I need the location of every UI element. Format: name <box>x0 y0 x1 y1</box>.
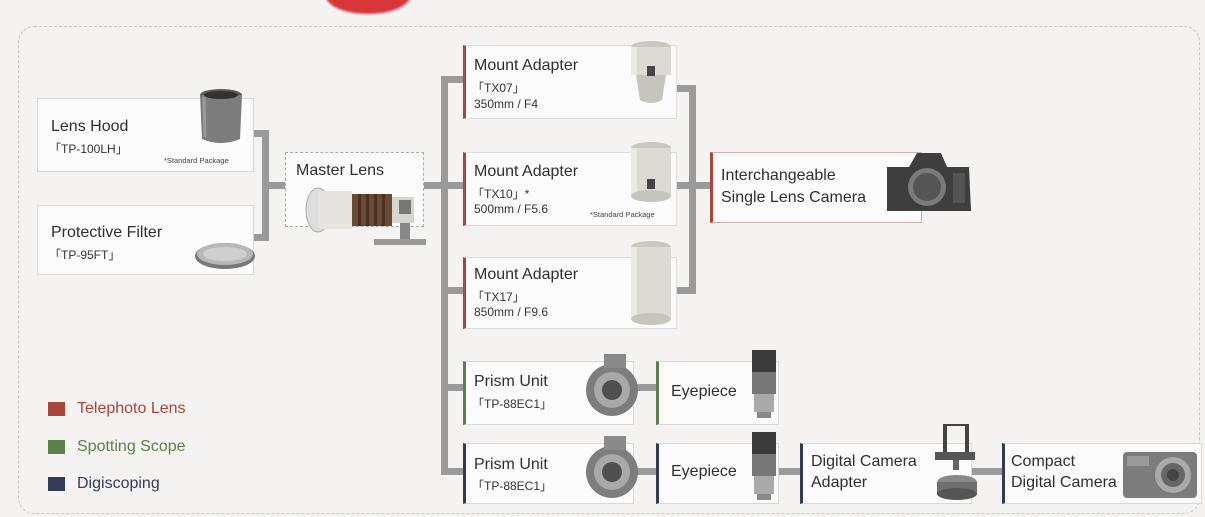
lens-hood-icon <box>200 89 242 143</box>
protective-filter-name: Protective Filter <box>51 224 163 241</box>
camera-body-icon <box>887 153 971 211</box>
digital-camera-adapter-box[interactable]: Digital Camera Adapter <box>800 424 977 504</box>
lens-hood-box[interactable]: Lens Hood 「TP-100LH」 *Standard Package <box>37 89 254 172</box>
legend-swatch-telephoto <box>48 402 65 416</box>
compact-camera-box[interactable]: Compact Digital Camera <box>1002 443 1202 504</box>
connector <box>775 468 800 475</box>
connector <box>441 76 448 475</box>
connector <box>630 384 656 391</box>
lens-hood-name: Lens Hood <box>51 118 129 135</box>
mount-tx10-note: *Standard Package <box>590 210 655 219</box>
digi-adapter-line1: Digital Camera <box>811 453 917 470</box>
eyepiece1-name: Eyepiece <box>671 383 737 400</box>
compact-camera-icon <box>1123 452 1197 498</box>
eyepiece-icon <box>752 432 776 500</box>
prism1-model: 「TP-88EC1」 <box>472 397 553 411</box>
connector <box>441 287 463 294</box>
decorative-red-shape <box>326 0 410 14</box>
connector <box>252 234 268 241</box>
connector <box>441 384 463 391</box>
mount-tx07-spec: 350mm / F4 <box>474 97 539 111</box>
connector <box>676 85 696 92</box>
prism2-model: 「TP-88EC1」 <box>472 479 553 493</box>
prism-unit-icon <box>586 354 638 416</box>
mount-tx10-model: 「TX10」* <box>472 187 530 201</box>
mount-tx07-name: Mount Adapter <box>474 57 579 74</box>
prism1-name: Prism Unit <box>474 373 548 390</box>
master-lens-box[interactable]: Master Lens <box>285 152 426 245</box>
protective-filter-box[interactable]: Protective Filter 「TP-95FT」 <box>37 205 255 275</box>
connector <box>441 468 463 475</box>
connector <box>689 85 696 294</box>
lens-hood-note: *Standard Package <box>164 156 229 165</box>
legend-swatch-spotting <box>48 440 65 454</box>
mount-tx17-name: Mount Adapter <box>474 266 579 283</box>
connector <box>422 182 448 189</box>
legend-swatch-digiscoping <box>48 477 65 491</box>
lens-hood-model: 「TP-100LH」 <box>49 142 128 156</box>
legend-telephoto-lens: Telephoto Lens <box>77 400 186 417</box>
legend-digiscoping: Digiscoping <box>77 475 160 492</box>
mount-adapter-icon <box>631 241 671 325</box>
camera-line1: Interchangeable <box>721 167 836 184</box>
filter-icon <box>195 243 255 269</box>
mount-adapter-icon <box>631 41 671 103</box>
interchangeable-camera-box[interactable]: Interchangeable Single Lens Camera <box>710 152 971 223</box>
connector <box>441 76 463 83</box>
prism-unit-spotting-box[interactable]: Prism Unit 「TP-88EC1」 <box>463 354 638 425</box>
mount-tx17-model: 「TX17」 <box>472 290 525 304</box>
connector <box>968 468 1002 475</box>
connector <box>630 468 656 475</box>
diagram-frame <box>18 26 1200 514</box>
mount-tx10-name: Mount Adapter <box>474 163 579 180</box>
eyepiece-icon <box>752 350 776 418</box>
prism-unit-icon <box>586 436 638 498</box>
prism2-name: Prism Unit <box>474 456 548 473</box>
protective-filter-model: 「TP-95FT」 <box>49 248 121 262</box>
digital-camera-adapter-icon <box>935 424 977 500</box>
mount-adapter-tx17-box[interactable]: Mount Adapter 「TX17」 850mm / F9.6 <box>463 241 677 329</box>
mount-tx07-model: 「TX07」 <box>472 81 525 95</box>
eyepiece-digiscoping-box[interactable]: Eyepiece <box>656 432 779 504</box>
connector <box>252 130 268 137</box>
connector <box>676 182 710 189</box>
connector <box>676 287 696 294</box>
mount-adapter-icon <box>631 142 671 202</box>
compact-line1: Compact <box>1011 453 1076 470</box>
legend-spotting-scope: Spotting Scope <box>77 438 186 455</box>
connector <box>441 182 463 189</box>
compact-line2: Digital Camera <box>1011 474 1117 491</box>
camera-line2: Single Lens Camera <box>721 189 866 206</box>
prism-unit-digiscoping-box[interactable]: Prism Unit 「TP-88EC1」 <box>463 436 638 504</box>
mount-adapter-tx07-box[interactable]: Mount Adapter 「TX07」 350mm / F4 <box>463 41 677 119</box>
master-lens-name: Master Lens <box>296 162 385 179</box>
mount-tx10-spec: 500mm / F5.6 <box>474 202 549 216</box>
digi-adapter-line2: Adapter <box>811 474 868 491</box>
master-lens-icon <box>305 187 426 245</box>
mount-adapter-tx10-box[interactable]: Mount Adapter 「TX10」* 500mm / F5.6 *Stan… <box>463 142 677 226</box>
mount-tx17-spec: 850mm / F9.6 <box>474 305 549 319</box>
eyepiece2-name: Eyepiece <box>671 463 737 480</box>
connector <box>262 182 285 189</box>
eyepiece-spotting-box[interactable]: Eyepiece <box>656 350 779 425</box>
